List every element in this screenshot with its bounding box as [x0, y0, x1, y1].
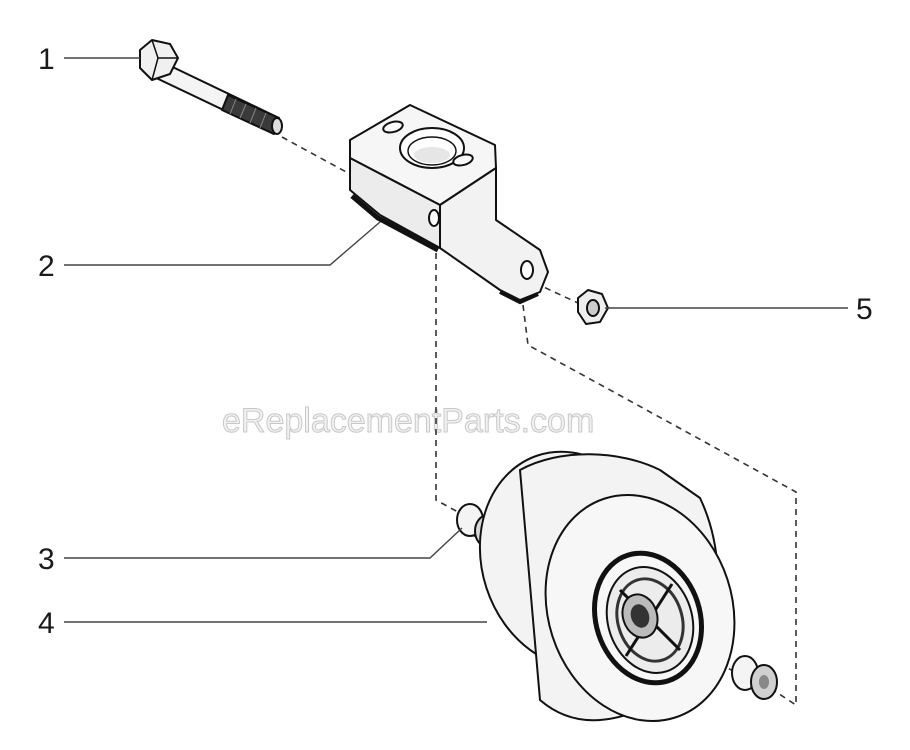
callout-5: 5: [856, 293, 873, 326]
part-3-bushing-lower: [731, 655, 778, 700]
callout-2: 2: [38, 250, 55, 283]
part-2-bracket: [349, 104, 549, 305]
callout-3: 3: [38, 543, 55, 576]
part-5-nut: [577, 289, 609, 325]
callout-4: 4: [38, 607, 55, 640]
part-1-bolt: [139, 39, 283, 135]
callout-1: 1: [38, 43, 55, 76]
part-4-wheel: [478, 450, 736, 723]
watermark-text: eReplacementParts.com: [222, 402, 594, 440]
leader-lines: [64, 57, 848, 623]
